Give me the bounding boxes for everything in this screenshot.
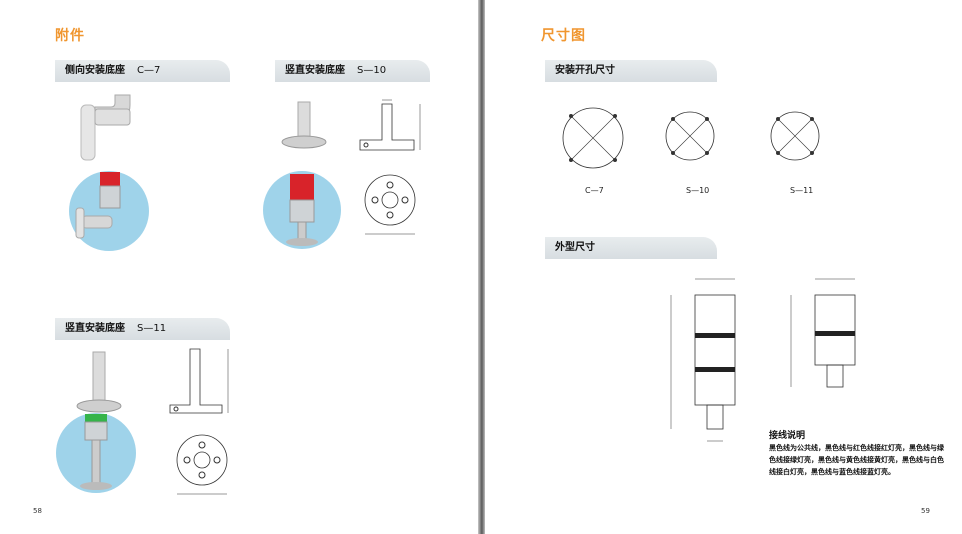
section-tab-s11: 竖直安装底座 S—11 [55, 318, 230, 340]
section-code: S—10 [357, 65, 387, 76]
section-name: 外型尺寸 [555, 242, 595, 253]
page-number-left: 58 [33, 507, 42, 515]
s10-side-drawing [359, 99, 421, 151]
section-code: C—7 [137, 65, 161, 76]
short-outline-drawing [790, 278, 856, 388]
section-tab-outline: 外型尺寸 [545, 237, 717, 259]
c7-bracket-photo [80, 94, 131, 161]
wiring-text: 黑色线为公共线，黑色线与红色线接红灯亮，黑色线与绿色线接绿灯亮，黑色线与黄色线接… [769, 444, 944, 476]
s10-top-drawing [364, 174, 416, 235]
right-page: 尺寸图 安装开孔尺寸 C—7 S—10 S—11 外型尺寸 [485, 0, 962, 534]
hole-caption-s11: S—11 [790, 186, 814, 195]
s11-product-bubble [56, 413, 136, 493]
section-name: 侧向安装底座 [65, 65, 125, 76]
page-title-right: 尺寸图 [541, 28, 586, 44]
s11-hole-drawing [770, 111, 820, 161]
wiring-title: 接线说明 [769, 431, 806, 441]
section-tab-s10: 竖直安装底座 S—10 [275, 60, 430, 82]
hole-caption-c7: C—7 [585, 186, 604, 195]
section-name: 竖直安装底座 [285, 65, 345, 76]
section-tab-holes: 安装开孔尺寸 [545, 60, 717, 82]
s11-side-drawing [169, 348, 229, 414]
section-code: S—11 [137, 323, 167, 334]
s10-hole-drawing [665, 111, 715, 161]
s10-product-bubble [263, 171, 341, 249]
c7-product-bubble [69, 171, 149, 251]
page-title-left: 附件 [55, 28, 85, 44]
s10-base-photo [281, 101, 327, 149]
section-name: 竖直安装底座 [65, 323, 125, 334]
c7-hole-drawing [562, 107, 624, 169]
section-tab-c7: 侧向安装底座 C—7 [55, 60, 230, 82]
section-name: 安装开孔尺寸 [555, 65, 615, 76]
page-number-right: 59 [921, 507, 930, 515]
s11-base-photo [76, 351, 122, 413]
hole-caption-s10: S—10 [686, 186, 710, 195]
s11-top-drawing [176, 434, 228, 495]
tall-outline-drawing [670, 278, 736, 442]
book-spine [478, 0, 485, 534]
left-page: 附件 侧向安装底座 C—7 竖直安装底座 S—10 [0, 0, 478, 534]
